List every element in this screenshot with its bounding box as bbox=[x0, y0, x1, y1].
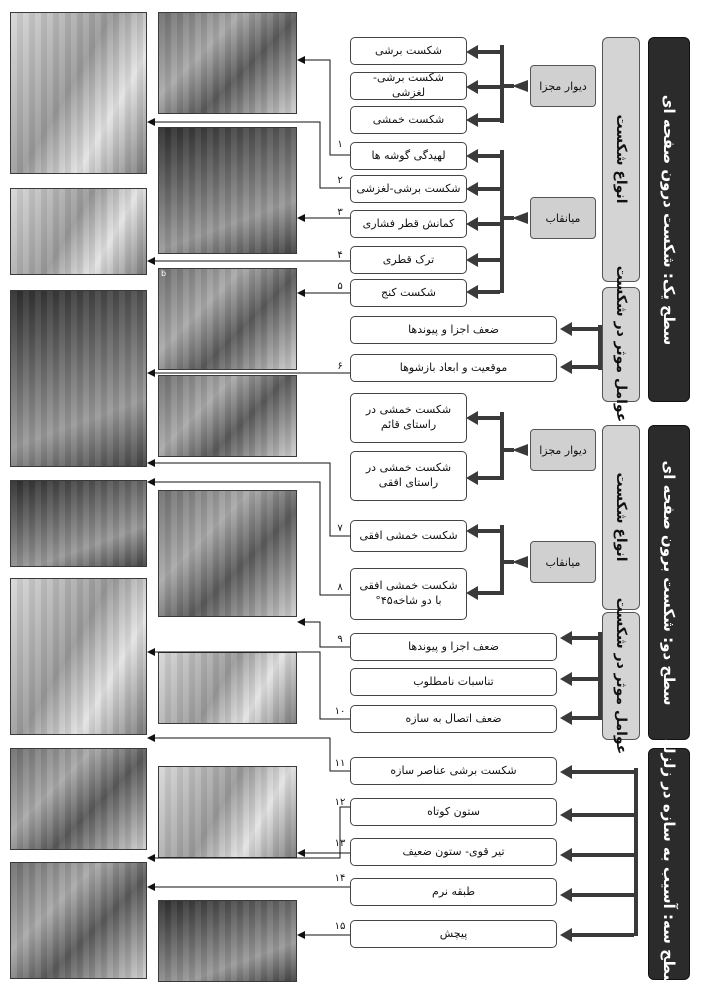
subcategory-label: انواع شکست bbox=[607, 39, 635, 279]
failure-box: شکست برشی- لغزشی bbox=[350, 72, 467, 100]
number-label: ۳ bbox=[330, 207, 350, 218]
photo-tag: b bbox=[161, 269, 166, 278]
number-label: ۱۵ bbox=[330, 921, 350, 932]
wall-type-infill: میانقاب bbox=[530, 541, 596, 583]
failure-box: شکست خمشی در راستای قائم bbox=[350, 393, 467, 443]
number-label: ۱۰ bbox=[330, 706, 350, 717]
damage-box: شکست برشی عناصر سازه bbox=[350, 757, 557, 785]
number-label: ۷ bbox=[330, 523, 350, 534]
number-label: ۹ bbox=[330, 634, 350, 645]
damage-box: طبقه نرم bbox=[350, 878, 557, 906]
subcategory-label: انواع شکست bbox=[607, 417, 635, 617]
number-label: ۱۴ bbox=[330, 873, 350, 884]
failure-box: کمانش قطر فشاری bbox=[350, 210, 467, 238]
damage-box: پیچش bbox=[350, 920, 557, 948]
damage-box: ستون کوتاه bbox=[350, 798, 557, 826]
failure-box: ترک قطری bbox=[350, 246, 467, 274]
failure-box: شکست خمشی افقی bbox=[350, 520, 467, 552]
failure-box: شکست خمشی در راستای افقی bbox=[350, 451, 467, 501]
damage-box: تیر قوی- ستون ضعیف bbox=[350, 838, 557, 866]
number-label: ۲ bbox=[330, 175, 350, 186]
number-label: ۱۳ bbox=[330, 838, 350, 849]
level-three-title: سطح سه: آسیب به سازه در زلزله bbox=[654, 749, 684, 979]
number-label: ۵ bbox=[330, 281, 350, 292]
factor-box: ضعف اتصال به سازه bbox=[350, 705, 557, 733]
failure-box: لهیدگی گوشه ها bbox=[350, 142, 467, 170]
failure-box: شکست برشی-لغزشی bbox=[350, 175, 467, 203]
wall-type-isolated: دیوار مجزا bbox=[530, 429, 596, 471]
factor-box: ضعف اجزا و پیوندها bbox=[350, 316, 557, 344]
level-two-title: سطح دو: شکست برون صفحه ای bbox=[654, 453, 684, 713]
factor-box: موقعیت و ابعاد بازشوها bbox=[350, 354, 557, 382]
number-label: ۶ bbox=[330, 361, 350, 372]
number-label: ۱۲ bbox=[330, 797, 350, 808]
failure-box: شکست خمشی افقی با دو شاخه۴۵° bbox=[350, 568, 467, 620]
wall-type-infill: میانقاب bbox=[530, 197, 596, 239]
level-one-title: سطح یک: شکست درون صفحه ای bbox=[654, 70, 684, 370]
number-label: ۸ bbox=[330, 582, 350, 593]
failure-box: شکست خمشی bbox=[350, 106, 467, 134]
failure-box: شکست کنج bbox=[350, 279, 467, 307]
subcategory-label: عوامل موثر در شکست bbox=[607, 601, 635, 751]
number-label: ۴ bbox=[330, 250, 350, 261]
factor-box: تناسبات نامطلوب bbox=[350, 668, 557, 696]
number-label: ۱۱ bbox=[330, 758, 350, 769]
number-label: ۱ bbox=[330, 139, 350, 150]
failure-box: شکست برشی bbox=[350, 37, 467, 65]
factor-box: ضعف اجزا و پیوندها bbox=[350, 633, 557, 661]
subcategory-label: عوامل موثر در شکست bbox=[607, 269, 635, 419]
wall-type-isolated: دیوار مجزا bbox=[530, 65, 596, 107]
